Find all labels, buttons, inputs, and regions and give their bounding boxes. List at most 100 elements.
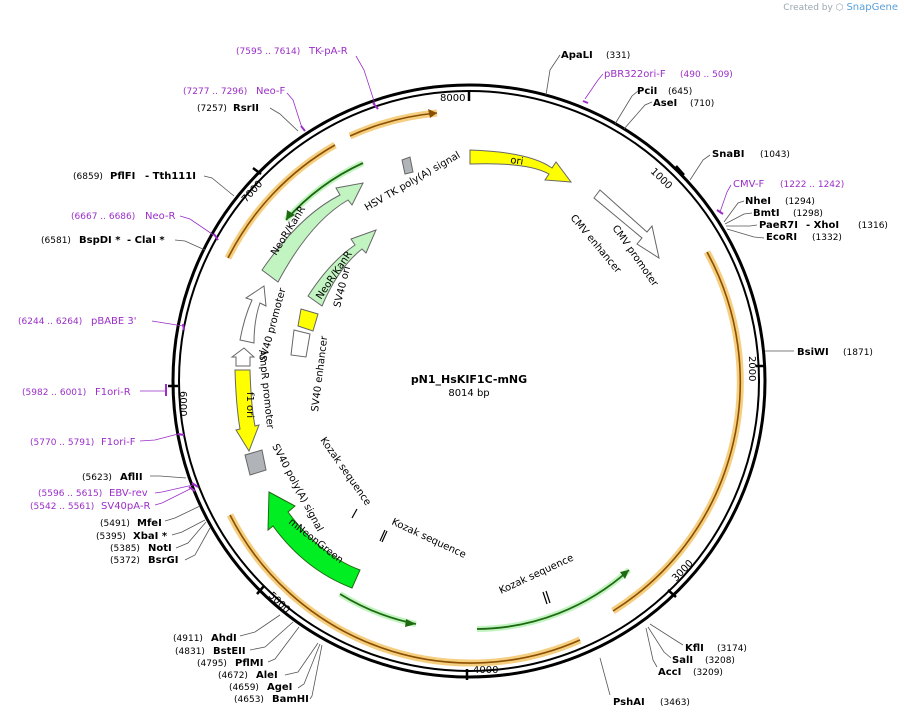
- site-neo-r: (6667 .. 6686) Neo-R: [71, 211, 219, 241]
- svg-text:EBV-rev: EBV-rev: [109, 488, 148, 499]
- svg-text:(3463): (3463): [660, 698, 690, 708]
- svg-text:AseI: AseI: [653, 98, 677, 109]
- feature-label-kozak-3: Kozak sequence: [498, 553, 576, 597]
- svg-text:(3209): (3209): [693, 668, 723, 678]
- svg-text:KflI: KflI: [685, 643, 704, 654]
- svg-text:BmtI: BmtI: [753, 208, 780, 219]
- svg-text:(6244 .. 6264): (6244 .. 6264): [18, 317, 82, 327]
- svg-text:CMV-F: CMV-F: [733, 179, 764, 190]
- feature-label-ampr-promoter: AmpR promoter: [256, 349, 275, 430]
- svg-text:(4795): (4795): [197, 659, 227, 669]
- site-tk-pa-r: (7595 .. 7614) TK-pA-R: [236, 46, 379, 110]
- site-rsrii: (7257) RsrII: [197, 103, 299, 132]
- svg-text:(1222 .. 1242): (1222 .. 1242): [780, 180, 844, 190]
- site-bsteii: (4831) BstEII: [175, 621, 294, 657]
- svg-text:(7277 .. 7296): (7277 .. 7296): [183, 87, 247, 97]
- svg-text:(4653): (4653): [234, 695, 264, 705]
- svg-text:F1ori-F: F1ori-F: [101, 437, 136, 448]
- site-ecori: EcoRI (1332): [726, 228, 842, 243]
- feature-label-kozak-1: Kozak sequence: [318, 435, 373, 507]
- svg-text:BamHI: BamHI: [272, 694, 309, 705]
- svg-text:(331): (331): [606, 51, 630, 61]
- svg-text:AleI: AleI: [256, 670, 278, 681]
- feature-kozak-1: Kozak sequence: [318, 435, 373, 519]
- arc-line-upper-left: [227, 144, 336, 259]
- feature-label-ori: ori: [510, 155, 524, 168]
- svg-text:PciI: PciI: [637, 86, 657, 97]
- feature-hsv-tk-polya: HSV TK poly(A) signal: [363, 150, 462, 214]
- site-nhei: NheI (1294): [723, 196, 815, 223]
- site-bspdi-clai: (6581) BspDI * - ClaI *: [41, 235, 206, 251]
- site-neo-f: (7277 .. 7296) Neo-F: [183, 86, 306, 132]
- arc-arrowhead-mng-right: [620, 570, 629, 579]
- svg-text:AccI: AccI: [658, 667, 681, 678]
- tick-7000: 7000: [240, 167, 265, 205]
- site-asei: AseI (710): [623, 98, 714, 130]
- site-paer7i-xhoi: PaeR7I - XhoI (1316): [726, 220, 888, 231]
- svg-text:(710): (710): [690, 99, 714, 109]
- feature-cmv-promoter: CMV promoter CMV enhancer: [568, 189, 660, 289]
- site-cmv-f: CMV-F (1222 .. 1242): [716, 179, 844, 215]
- site-apali: ApaLI (331): [545, 50, 630, 96]
- svg-text:BsrGI: BsrGI: [148, 555, 178, 566]
- feature-ori: ori: [469, 149, 573, 183]
- tick-6000: 6000: [168, 384, 188, 416]
- svg-text:(1043): (1043): [760, 150, 790, 160]
- site-pbr322ori-f: pBR322ori-F (490 .. 509): [582, 69, 733, 104]
- svg-text:SnaBI: SnaBI: [712, 149, 744, 160]
- svg-text:(4831): (4831): [175, 647, 205, 657]
- svg-text:Neo-F: Neo-F: [256, 86, 286, 97]
- svg-text:(4672): (4672): [218, 671, 248, 681]
- site-alei: (4672) AleI: [218, 642, 319, 681]
- arc-arrowhead-neor: [286, 210, 295, 220]
- svg-text:(3208): (3208): [705, 656, 735, 666]
- svg-text:(5982 .. 6001): (5982 .. 6001): [22, 388, 86, 398]
- svg-text:(1316): (1316): [858, 221, 888, 231]
- tick-label-1000: 1000: [648, 166, 674, 192]
- backbone-outer: [171, 83, 767, 679]
- svg-text:(490 .. 509): (490 .. 509): [680, 70, 733, 80]
- svg-text:RsrII: RsrII: [233, 103, 259, 114]
- site-aflii: (5623) AflII: [82, 472, 187, 483]
- svg-text:SV40pA-R: SV40pA-R: [101, 501, 150, 512]
- site-snabi: SnaBI (1043): [689, 149, 790, 181]
- site-ebv-rev: (5596 .. 5615) EBV-rev: [38, 482, 199, 499]
- svg-text:- XhoI: - XhoI: [806, 220, 839, 231]
- site-xbai: (5395) XbaI *: [96, 519, 206, 542]
- svg-text:(3174): (3174): [717, 644, 747, 654]
- svg-text:SalI: SalI: [672, 655, 693, 666]
- site-agei: (4659) AgeI: [229, 643, 321, 693]
- arc-line-right: [612, 251, 742, 612]
- site-sv40pa-r: (5542 .. 5561) SV40pA-R: [30, 486, 196, 512]
- feature-sv40-enhancer: SV40 enhancer: [290, 329, 330, 413]
- svg-text:NheI: NheI: [745, 196, 771, 207]
- site-noti: (5385) NotI: [110, 521, 207, 554]
- svg-text:AflII: AflII: [120, 472, 143, 483]
- arc-arrowhead-mng-left: [405, 619, 416, 627]
- svg-text:(5623): (5623): [82, 473, 112, 483]
- tick-label-4000: 4000: [473, 665, 498, 676]
- svg-text:ApaLI: ApaLI: [561, 50, 593, 61]
- arc-arrowhead-top: [428, 109, 437, 118]
- site-f1ori-r: (5982 .. 6001) F1ori-R: [22, 384, 167, 398]
- tick-4000: 4000: [465, 665, 498, 680]
- svg-text:(1294): (1294): [785, 197, 815, 207]
- svg-text:pBABE 3': pBABE 3': [91, 316, 137, 327]
- feature-label-sv40-enhancer: SV40 enhancer: [310, 335, 330, 413]
- svg-text:AhdI: AhdI: [211, 633, 237, 644]
- svg-text:(5542 .. 5561): (5542 .. 5561): [30, 502, 94, 512]
- svg-text:pBR322ori-F: pBR322ori-F: [604, 69, 666, 80]
- feature-label-hsv-tk-polya: HSV TK poly(A) signal: [363, 150, 462, 214]
- svg-text:EcoRI: EcoRI: [766, 232, 797, 243]
- svg-text:- ClaI *: - ClaI *: [127, 235, 165, 246]
- arc-highlight-top: [348, 109, 438, 140]
- snapgene-brand: SnapGene: [846, 2, 898, 13]
- svg-text:- Tth111I: - Tth111I: [145, 171, 196, 182]
- svg-text:Neo-R: Neo-R: [145, 211, 176, 222]
- site-sali: SalI (3208): [647, 626, 735, 666]
- site-bamhi: (4653) BamHI: [234, 644, 323, 705]
- svg-text:(7257): (7257): [197, 104, 227, 114]
- site-pshai: PshAI (3463): [599, 657, 690, 708]
- site-bmti: BmtI (1298): [724, 208, 823, 225]
